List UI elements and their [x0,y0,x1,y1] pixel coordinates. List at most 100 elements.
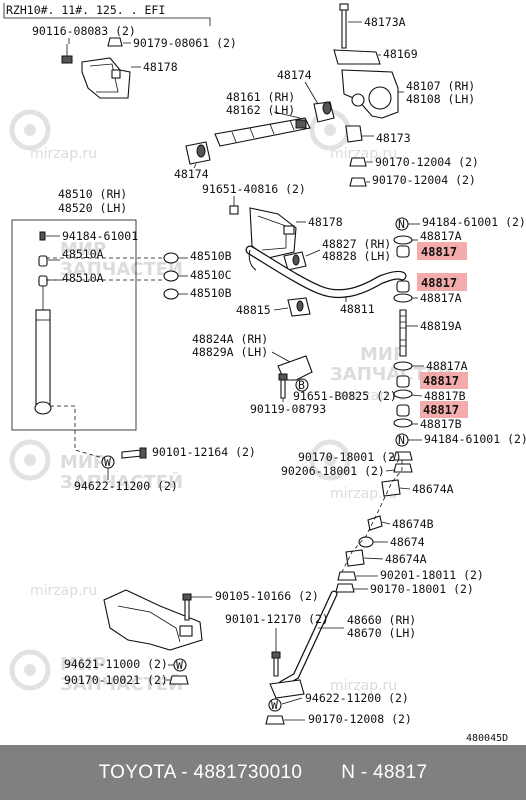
marker-w-3-text: W [271,698,278,712]
label-90170-b: 90170-12004 (2) [372,173,476,187]
bushing-48817-4 [396,404,410,417]
marker-n-2-text: N [398,433,405,447]
footer-text: TOYOTA - 4881730010 N - 48817 [99,762,428,784]
stabilizer-bar-48811 [245,245,407,299]
label-91651-b: 91651-B0825 (2) [293,389,397,403]
label-48173A: 48173A [364,15,406,29]
label-94622-b: 94622-11200 (2) [305,691,409,705]
label-48178-mid: 48178 [308,215,343,229]
watermark-logo-icon [9,439,51,481]
label-48817A-1: 48817A [420,229,462,243]
label-48178-top: 48178 [143,60,178,74]
bolt-48173A [339,3,349,49]
watermark-site: mirzap.ru [30,583,97,599]
watermark-site: mirzap.ru [330,678,397,694]
label-90116: 90116-08083 (2) [32,24,136,38]
bushing-48674A-2 [345,549,365,567]
link-bolt-48819A [399,309,407,357]
label-48817A-3: 48817A [426,359,468,373]
label-48817-3: 48817 [423,374,459,388]
bolt-90119 [278,373,288,399]
label-94184-bottom: 94184-61001 (2) [424,432,526,446]
label-48510A-2: 48510A [62,271,104,285]
label-48510B-2: 48510B [190,286,232,300]
bushing-48174-lower [185,141,211,165]
label-48817-1: 48817 [421,245,457,259]
bracket-48107 [341,69,399,119]
label-48510: 48510 (RH) [58,187,127,201]
rod-48660 [269,590,338,699]
label-48815: 48815 [236,303,271,317]
watermark-line2: ЗАПЧАСТЕЙ [60,258,183,280]
marker-n-1: N [395,217,409,231]
label-90179: 90179-08061 (2) [133,36,237,50]
watermark-site: mirzap.ru [330,486,397,502]
label-90201: 90201-18011 (2) [380,568,484,582]
washer-48817B-1 [393,389,413,399]
bushing-48817-2 [396,280,410,293]
washer-91651 [229,205,239,215]
bushing-48674B [367,515,383,531]
marker-n-1-text: N [398,217,405,231]
watermark-layer: mirzap.ru mirzap.ru МИР ЗАПЧАСТЕЙ МИР ЗА… [9,109,453,695]
label-90119: 90119-08793 [250,402,326,416]
footer-brand: TOYOTA [98,761,176,783]
label-48161: 48161 (RH) [226,90,295,104]
watermark-line1: МИР [60,452,106,473]
bushing-48510C [163,270,179,282]
bracket-48178-top [81,57,131,99]
shock-absorber-box [11,219,137,431]
bolt-90116 [61,44,73,64]
label-48173: 48173 [376,131,411,145]
washer-48817B-2 [393,418,413,428]
watermark-site: mirzap.ru [330,146,397,162]
bolt-90105 [182,593,192,621]
label-90170-a: 90170-12004 (2) [375,155,479,169]
nut-90170-e [169,675,189,685]
label-48169: 48169 [383,47,418,61]
label-48817A-2: 48817A [420,291,462,305]
watermark-line1: МИР [60,654,106,675]
nut-90179 [107,37,123,47]
footer-part-number: 4881730010 [193,761,303,783]
shaft-48161 [214,117,311,147]
label-48829A: 48829A (LH) [192,345,268,359]
label-94622-a: 94622-11200 (2) [74,479,178,493]
watermark-site: mirzap.ru [30,146,97,162]
label-94184-shock: 94184-61001 [62,229,138,243]
label-48660: 48660 (RH) [347,613,416,627]
washer-48817A-1 [393,235,413,245]
bushing-48510B-1 [163,252,179,264]
label-48817B-2: 48817B [420,417,462,431]
bolt-90101-b [271,651,281,677]
watermark-logo-icon [9,649,51,691]
watermark-line2: ЗАПЧАСТЕЙ [60,471,183,493]
marker-w-2-text: W [176,658,183,672]
label-48828: 48828 (LH) [322,249,391,263]
washer-48817A-2 [393,293,413,303]
label-48174-top: 48174 [277,68,312,82]
bushing-48817-1 [396,245,410,258]
bushing-48674A-1 [381,479,401,497]
marker-w-1: W [101,455,115,469]
marker-n-2: N [395,433,409,447]
label-48510A-1: 48510A [62,247,104,261]
label-48811: 48811 [340,302,375,316]
label-91651-a: 91651-40816 (2) [202,182,306,196]
label-48162: 48162 (LH) [226,103,295,117]
marker-w-2: W [173,658,187,672]
label-90101-b: 90101-12170 (2) [225,612,329,626]
parts-diagram: mirzap.ru mirzap.ru МИР ЗАПЧАСТЕЙ МИР ЗА… [3,3,526,744]
footer-gap [302,762,341,783]
label-48817-2: 48817 [421,276,457,290]
label-48174-lower: 48174 [174,167,209,181]
bushing-48815 [287,297,311,317]
bushing-48817-3 [396,375,410,388]
label-90170-f: 90170-12008 (2) [308,712,412,726]
highlight-48817-1 [417,242,467,260]
label-48520: 48520 (LH) [58,201,127,215]
bolt-90101-a [121,447,147,459]
nut-90206 [393,463,413,473]
bracket-48178-mid [249,207,297,259]
label-48107: 48107 (RH) [406,79,475,93]
